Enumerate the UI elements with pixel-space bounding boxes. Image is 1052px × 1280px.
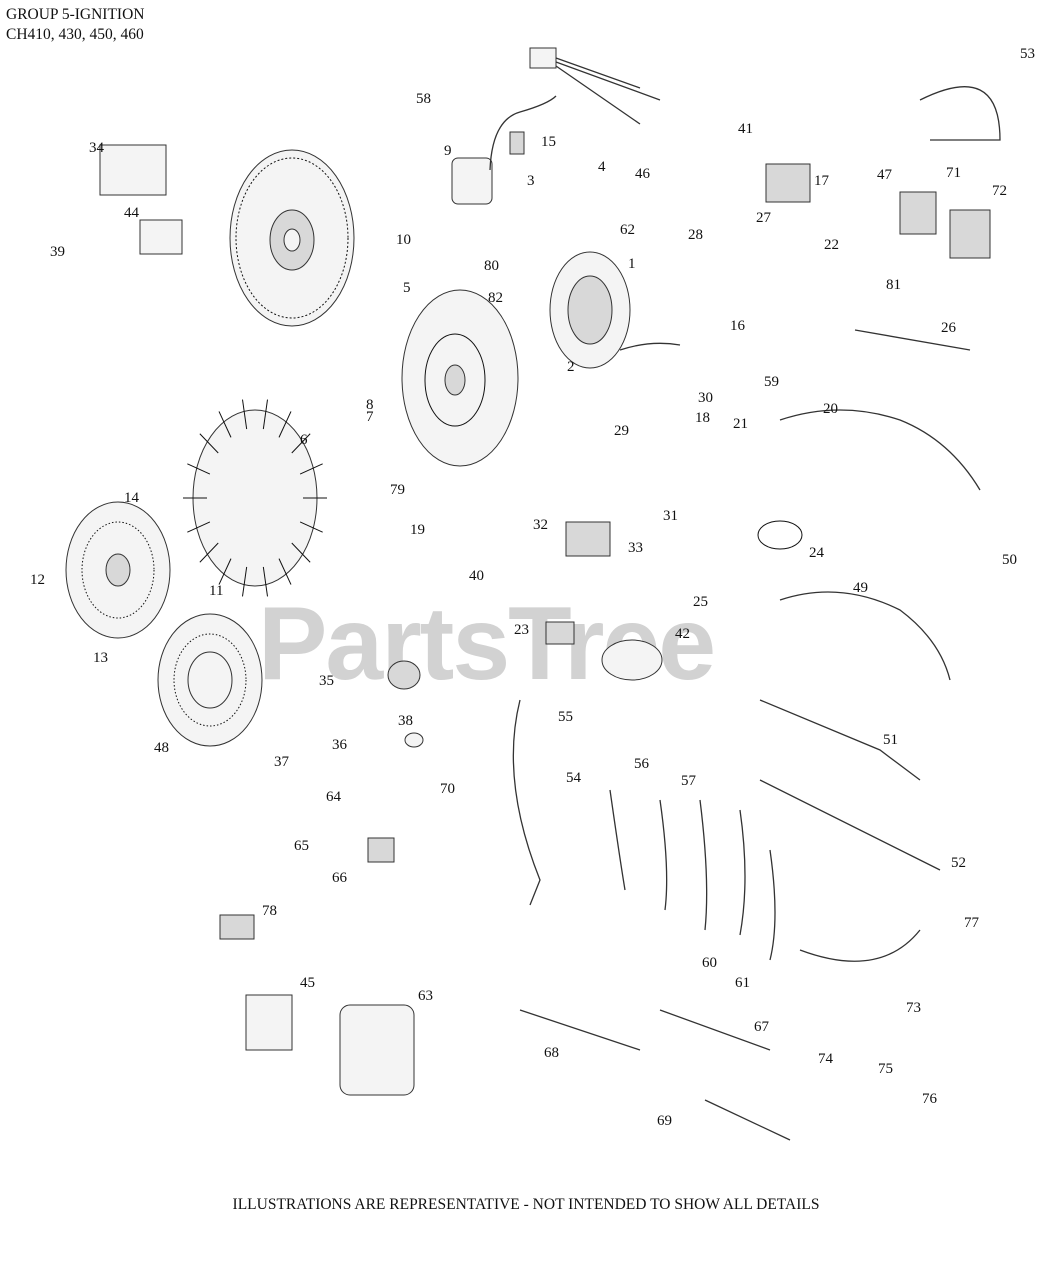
callout-44: 44: [124, 205, 140, 221]
callout-28: 28: [688, 227, 703, 243]
callout-69: 69: [657, 1113, 672, 1129]
model-list: CH410, 430, 450, 460: [6, 26, 144, 43]
callout-21: 21: [733, 416, 748, 432]
callout-72: 72: [992, 183, 1007, 199]
callout-62: 62: [620, 222, 635, 238]
callout-57: 57: [681, 773, 697, 789]
flywheel-drawing: [229, 149, 355, 327]
callout-56: 56: [634, 756, 650, 772]
callout-47: 47: [877, 167, 893, 183]
callout-68: 68: [544, 1045, 559, 1061]
callout-75: 75: [878, 1061, 893, 1077]
callout-26: 26: [941, 320, 957, 336]
callout-79: 79: [390, 482, 405, 498]
callout-52: 52: [951, 855, 966, 871]
callout-55: 55: [558, 709, 573, 725]
callout-59: 59: [764, 374, 779, 390]
callout-14: 14: [124, 490, 140, 506]
callout-34: 34: [89, 140, 105, 156]
callout-4: 4: [598, 159, 606, 175]
callout-60: 60: [702, 955, 717, 971]
regulator-drawing: [765, 163, 991, 259]
callout-61: 61: [735, 975, 750, 991]
callout-80: 80: [484, 258, 499, 274]
small-parts-drawings: [99, 144, 803, 1096]
callout-58: 58: [416, 91, 431, 107]
callout-81: 81: [886, 277, 901, 293]
callout-25: 25: [693, 594, 708, 610]
callout-10: 10: [396, 232, 411, 248]
callout-3: 3: [527, 173, 535, 189]
callout-2: 2: [567, 359, 575, 375]
callout-11: 11: [209, 583, 223, 599]
callout-74: 74: [818, 1051, 834, 1067]
callout-78: 78: [262, 903, 277, 919]
callout-53: 53: [1020, 46, 1035, 62]
callout-50: 50: [1002, 552, 1017, 568]
diagram-title: GROUP 5-IGNITION: [6, 6, 145, 23]
callout-64: 64: [326, 789, 342, 805]
debris-screen-drawing: [157, 613, 263, 747]
callout-22: 22: [824, 237, 839, 253]
callout-35: 35: [319, 673, 334, 689]
callout-77: 77: [964, 915, 980, 931]
callout-19: 19: [410, 522, 425, 538]
callout-76: 76: [922, 1091, 938, 1107]
callout-labels: 1234567891011121314151617181920212223242…: [30, 46, 1035, 1129]
part-drawings: [65, 47, 1001, 1141]
callout-27: 27: [756, 210, 772, 226]
callout-46: 46: [635, 166, 651, 182]
callout-23: 23: [514, 622, 529, 638]
callout-31: 31: [663, 508, 678, 524]
ignition-module-drawing: [451, 47, 661, 205]
callout-33: 33: [628, 540, 643, 556]
callout-65: 65: [294, 838, 309, 854]
callout-13: 13: [93, 650, 108, 666]
cooling-fan-drawing: [183, 399, 327, 597]
callout-45: 45: [300, 975, 315, 991]
footer-disclaimer: ILLUSTRATIONS ARE REPRESENTATIVE - NOT I…: [232, 1196, 820, 1213]
callout-18: 18: [695, 410, 710, 426]
fan-screen-drawing: [65, 501, 171, 639]
callout-29: 29: [614, 423, 629, 439]
callout-7: 7: [366, 409, 374, 425]
callout-73: 73: [906, 1000, 921, 1016]
callout-20: 20: [823, 401, 838, 417]
callout-36: 36: [332, 737, 348, 753]
callout-48: 48: [154, 740, 169, 756]
callout-30: 30: [698, 390, 713, 406]
callout-1: 1: [628, 256, 636, 272]
stator-coil-drawing: [549, 251, 681, 369]
callout-38: 38: [398, 713, 413, 729]
callout-70: 70: [440, 781, 455, 797]
callout-40: 40: [469, 568, 484, 584]
callout-51: 51: [883, 732, 898, 748]
callout-63: 63: [418, 988, 433, 1004]
callout-16: 16: [730, 318, 746, 334]
callout-82: 82: [488, 290, 503, 306]
callout-49: 49: [853, 580, 868, 596]
callout-39: 39: [50, 244, 65, 260]
callout-17: 17: [814, 173, 830, 189]
callout-24: 24: [809, 545, 825, 561]
callout-67: 67: [754, 1019, 770, 1035]
callout-6: 6: [300, 432, 308, 448]
callout-42: 42: [675, 626, 690, 642]
callout-32: 32: [533, 517, 548, 533]
callout-5: 5: [403, 280, 411, 296]
callout-41: 41: [738, 121, 753, 137]
wiring-harness-drawings: [512, 86, 1001, 1141]
callout-66: 66: [332, 870, 348, 886]
callout-71: 71: [946, 165, 961, 181]
stator-plate-drawing: [401, 289, 519, 467]
callout-12: 12: [30, 572, 45, 588]
callout-15: 15: [541, 134, 556, 150]
callout-9: 9: [444, 143, 452, 159]
callout-37: 37: [274, 754, 290, 770]
callout-8: 8: [366, 397, 374, 413]
callout-54: 54: [566, 770, 582, 786]
